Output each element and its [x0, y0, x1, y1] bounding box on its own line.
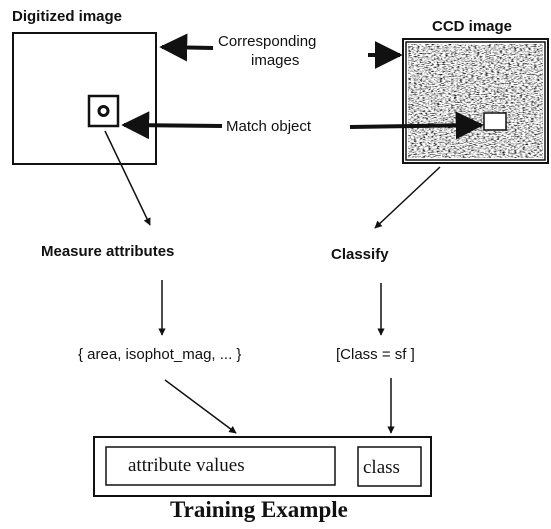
arrow-set-to-attributes	[164, 379, 237, 434]
attribute-values-box	[105, 446, 336, 486]
class-text: class	[363, 457, 400, 478]
digitized-image-title: Digitized image	[12, 8, 123, 25]
ccd-image-title: CCD image	[432, 18, 513, 35]
classify-label: Classify	[331, 246, 389, 263]
class-box	[357, 446, 422, 487]
class-value-label: [Class = sf ]	[336, 346, 415, 363]
measure-attributes-label: Measure attributes	[41, 243, 175, 260]
digitized-object-box	[87, 94, 120, 128]
arrow-match-right	[349, 111, 484, 140]
attribute-values-text: attribute values	[128, 455, 245, 476]
training-example-frame	[93, 436, 432, 497]
corresponding-label-line1: Corresponding	[216, 33, 319, 50]
training-example-caption: Training Example	[170, 497, 348, 522]
arrow-corresponding-left	[159, 33, 214, 62]
match-object-label: Match object	[224, 118, 314, 135]
arrow-to-classify	[374, 166, 441, 229]
ccd-object-box	[483, 112, 507, 131]
attribute-set-label: { area, isophot_mag, ... }	[78, 346, 242, 363]
arrow-to-measure	[104, 130, 151, 226]
digitized-image-frame	[12, 32, 157, 165]
corresponding-label-line2: images	[251, 52, 300, 69]
ccd-image-panel	[402, 38, 549, 164]
digitized-object-ring	[97, 105, 110, 117]
arrow-match-left	[121, 111, 223, 140]
